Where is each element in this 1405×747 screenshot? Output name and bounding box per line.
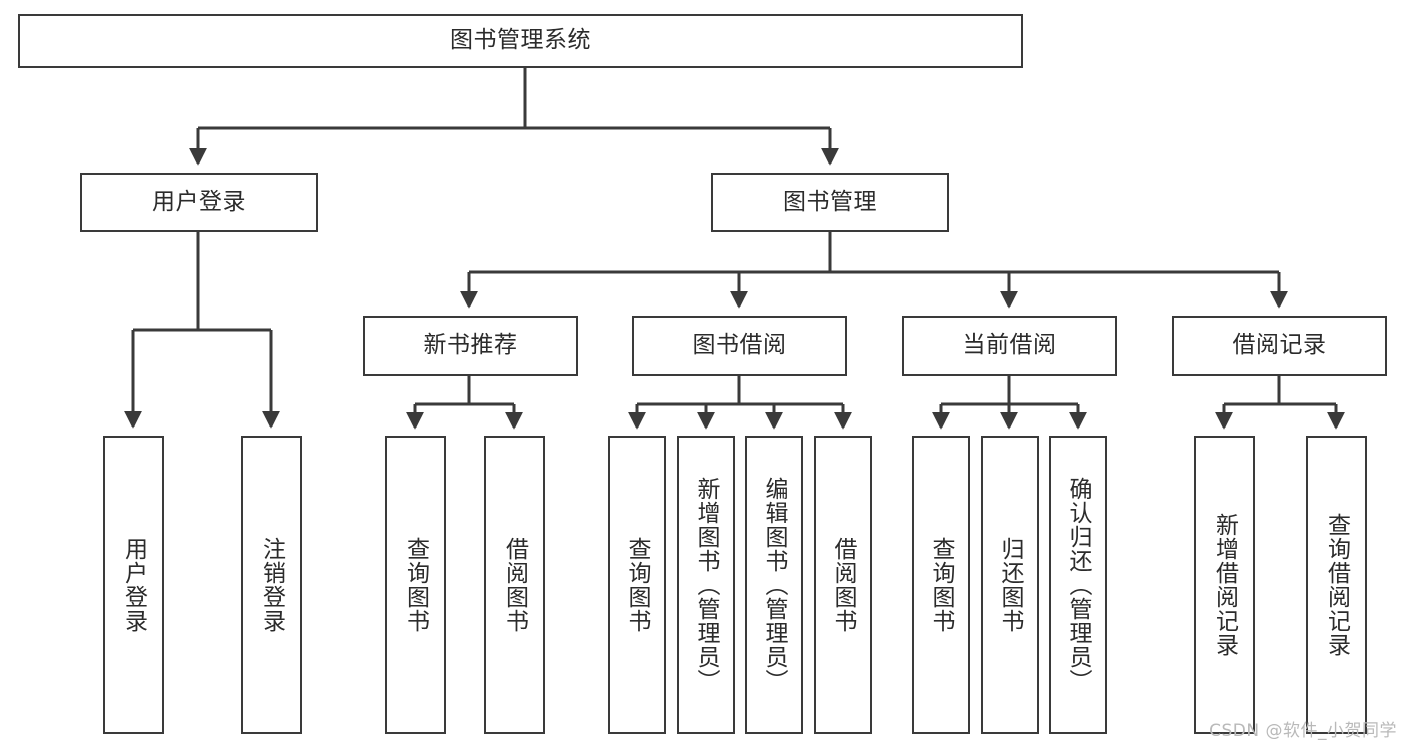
node-leaf-return-book[interactable]: 归还图书: [981, 436, 1039, 734]
node-leaf-query-book-2[interactable]: 查询图书: [608, 436, 666, 734]
node-leaf-borrow-book-2-label: 借阅图书: [830, 537, 857, 633]
node-leaf-query-book-1[interactable]: 查询图书: [385, 436, 446, 734]
node-leaf-query-book-1-label: 查询图书: [402, 537, 429, 633]
node-leaf-query-book-2-label: 查询图书: [624, 537, 651, 633]
node-new-book-recommend-label: 新书推荐: [423, 332, 518, 359]
node-current-borrow[interactable]: 当前借阅: [902, 316, 1117, 376]
node-leaf-borrow-book-2[interactable]: 借阅图书: [814, 436, 872, 734]
node-leaf-query-borrow-record-label: 查询借阅记录: [1323, 513, 1350, 657]
node-leaf-confirm-return-admin-label: 确认归还（管理员）: [1065, 477, 1092, 693]
node-book-manage-label: 图书管理: [783, 188, 877, 215]
node-new-book-recommend[interactable]: 新书推荐: [363, 316, 578, 376]
node-leaf-return-book-label: 归还图书: [997, 537, 1024, 633]
node-leaf-user-login[interactable]: 用户登录: [103, 436, 164, 734]
node-leaf-user-login-label: 用户登录: [120, 537, 147, 633]
node-borrow-record[interactable]: 借阅记录: [1172, 316, 1387, 376]
node-leaf-confirm-return-admin[interactable]: 确认归还（管理员）: [1049, 436, 1107, 734]
node-leaf-borrow-book-1-label: 借阅图书: [501, 537, 528, 633]
node-leaf-add-borrow-record[interactable]: 新增借阅记录: [1194, 436, 1255, 734]
node-user-login[interactable]: 用户登录: [80, 173, 318, 232]
node-book-manage[interactable]: 图书管理: [711, 173, 949, 232]
node-leaf-add-book-admin[interactable]: 新增图书（管理员）: [677, 436, 735, 734]
node-root[interactable]: 图书管理系统: [18, 14, 1023, 68]
node-user-login-label: 用户登录: [152, 188, 246, 215]
node-leaf-edit-book-admin-label: 编辑图书（管理员）: [761, 477, 788, 693]
node-current-borrow-label: 当前借阅: [962, 332, 1057, 359]
node-book-borrow-label: 图书借阅: [692, 332, 787, 359]
node-leaf-borrow-book-1[interactable]: 借阅图书: [484, 436, 545, 734]
node-leaf-query-book-3-label: 查询图书: [928, 537, 955, 633]
node-leaf-query-borrow-record[interactable]: 查询借阅记录: [1306, 436, 1367, 734]
node-book-borrow[interactable]: 图书借阅: [632, 316, 847, 376]
node-leaf-edit-book-admin[interactable]: 编辑图书（管理员）: [745, 436, 803, 734]
csdn-watermark: CSDN @软件_小贺同学: [1209, 721, 1397, 741]
node-borrow-record-label: 借阅记录: [1232, 332, 1327, 359]
node-leaf-add-book-admin-label: 新增图书（管理员）: [693, 477, 720, 693]
node-leaf-add-borrow-record-label: 新增借阅记录: [1211, 513, 1238, 657]
node-root-label: 图书管理系统: [450, 27, 591, 54]
node-leaf-logout-login[interactable]: 注销登录: [241, 436, 302, 734]
node-leaf-query-book-3[interactable]: 查询图书: [912, 436, 970, 734]
node-leaf-logout-login-label: 注销登录: [258, 537, 285, 633]
